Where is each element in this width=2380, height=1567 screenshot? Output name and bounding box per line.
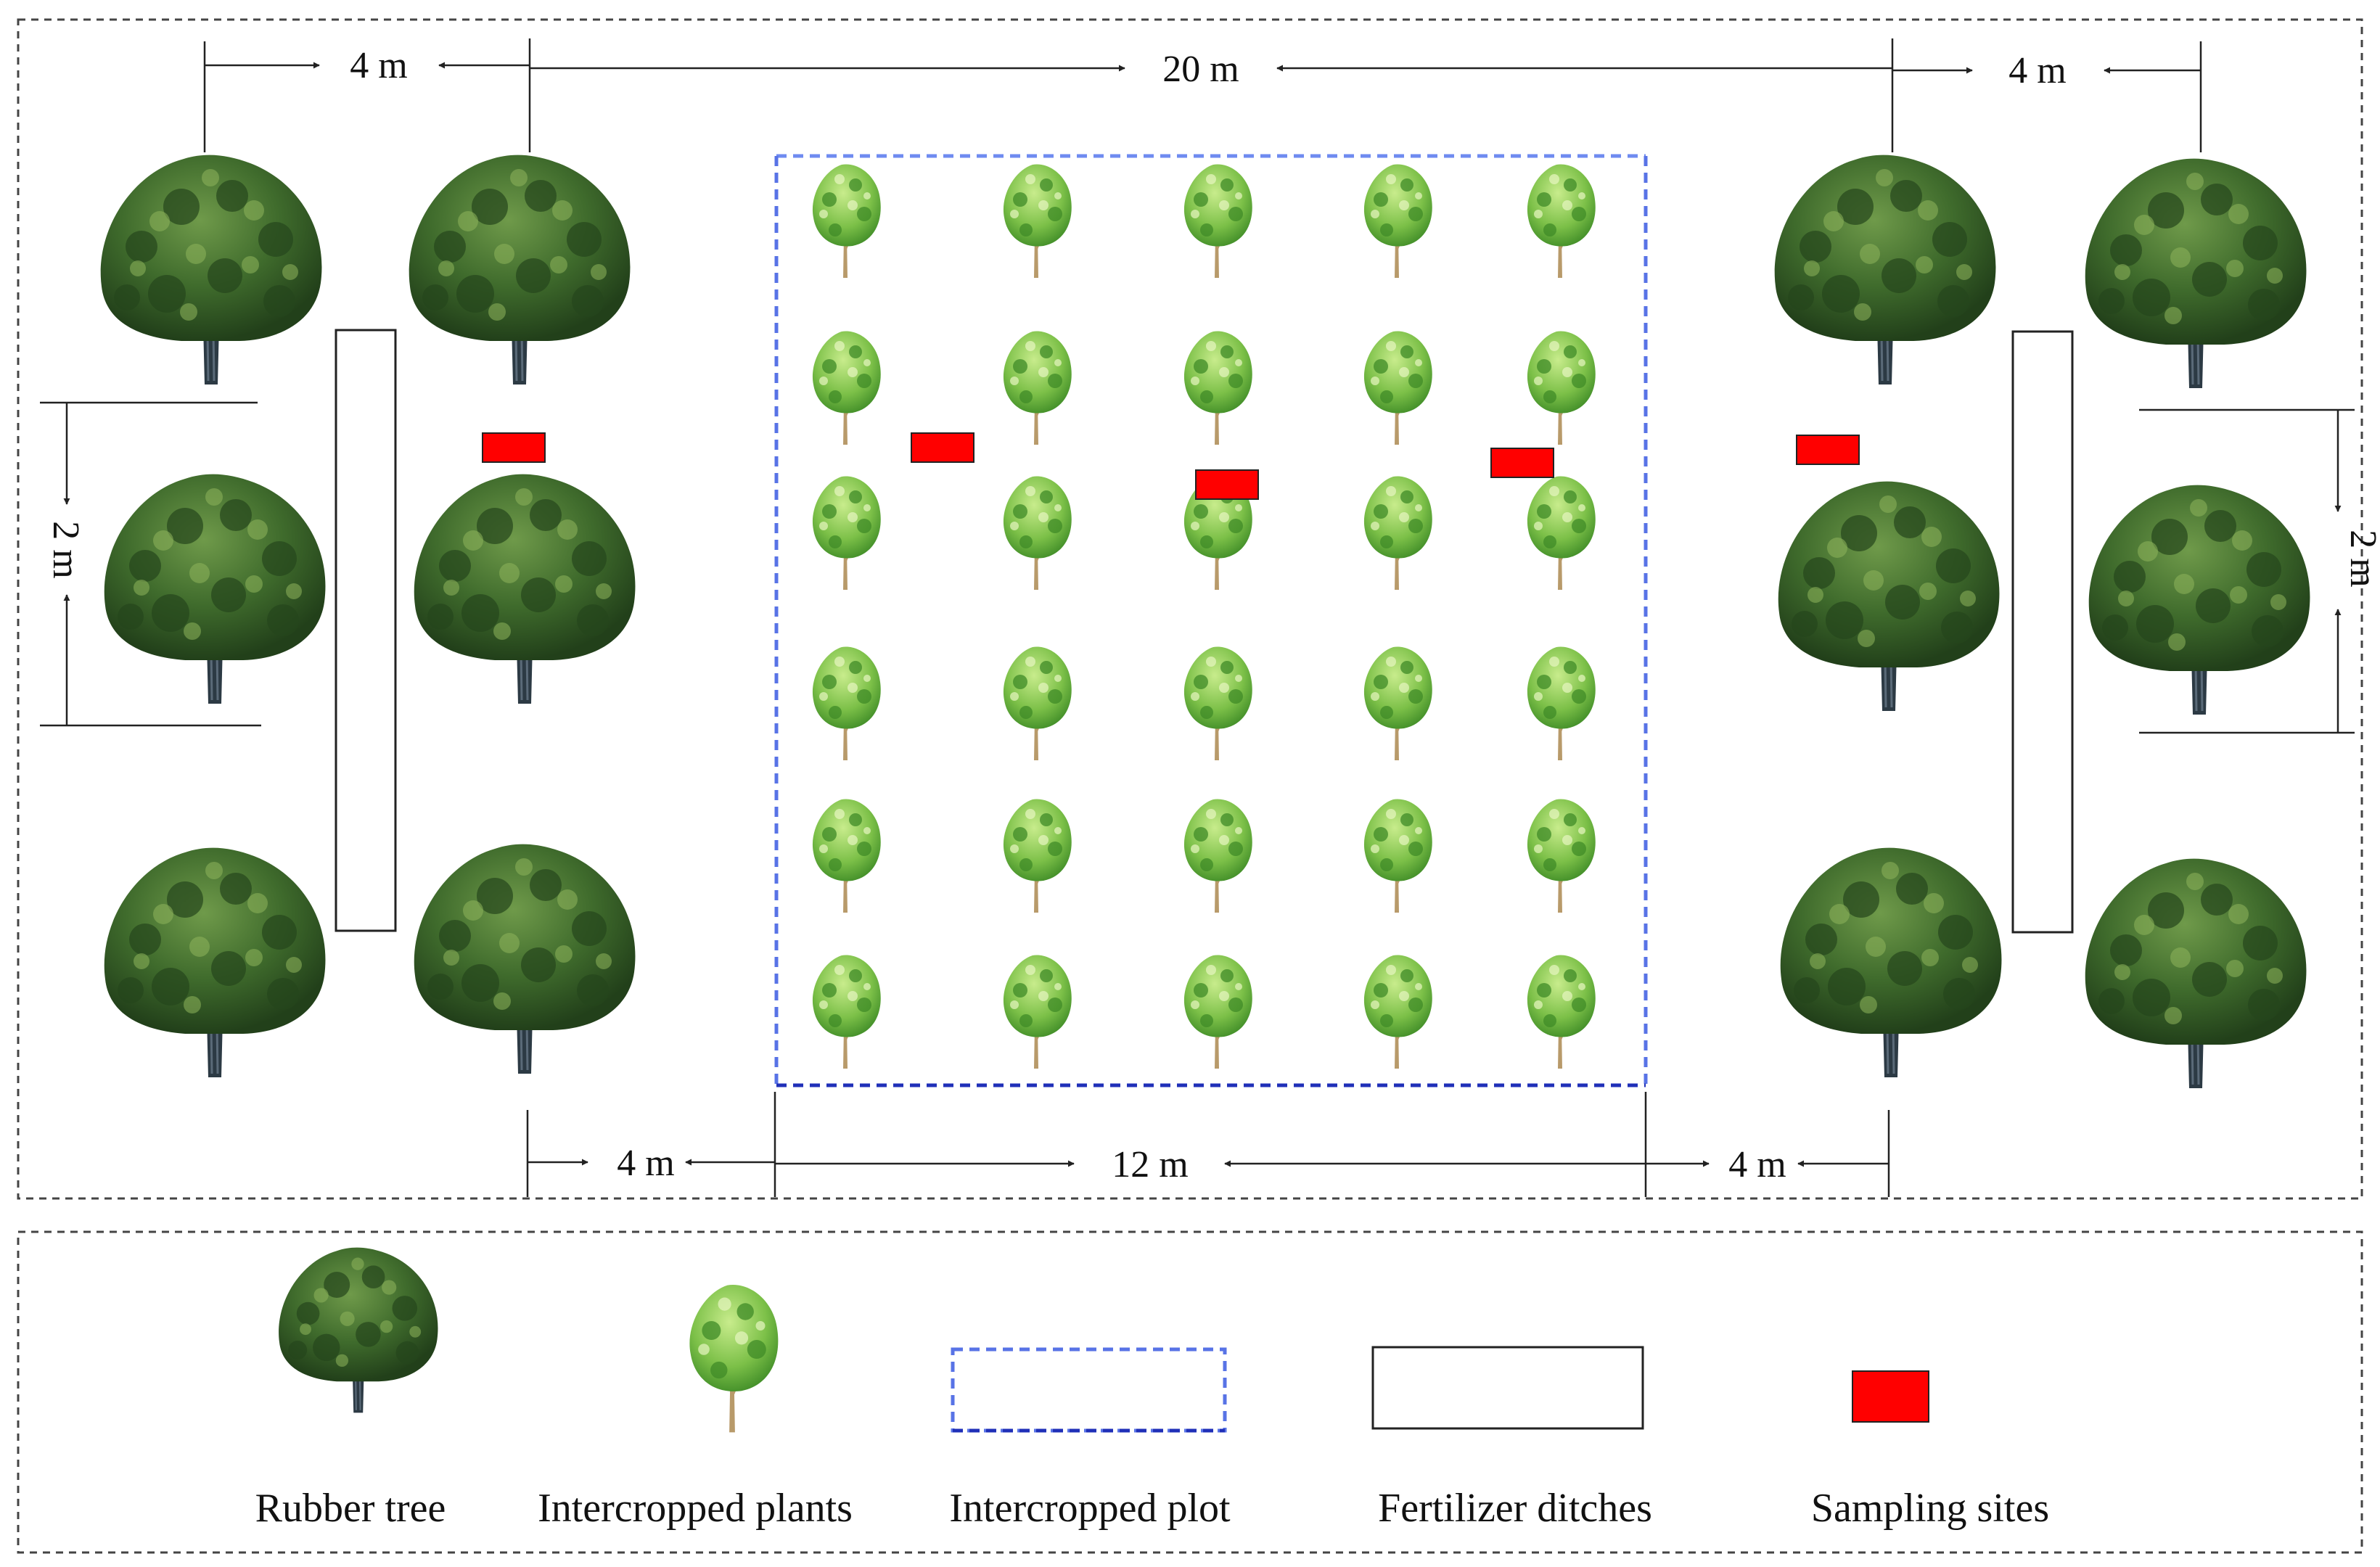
intercropped-plant-icon [811,954,882,1070]
intercropped-plot [774,154,1648,1087]
rubber-tree-icon [2084,157,2307,390]
rubber-tree-icon [1773,154,1997,386]
legend-label-fertilizer-ditches: Fertilizer ditches [1378,1486,1652,1531]
intercropped-plant-icon [1526,646,1596,762]
intercropped-plant-icon [1183,646,1253,762]
intercropped-plant-icon [811,475,882,591]
rubber-tree-icon [2084,857,2307,1090]
sampling-sites [482,432,1860,500]
intercropped-plant-icon [1363,954,1433,1070]
sampling-site [1490,448,1554,478]
intercropped-plant-icon [811,330,882,446]
legend-label-rubber-tree: Rubber tree [255,1486,446,1531]
dimension-top-left: 4 m [350,45,407,86]
rubber-tree-icon [413,473,636,705]
rubber-trees [99,154,2311,1090]
intercropped-plant-icon [1363,646,1433,762]
legend-label-intercropped-plants: Intercropped plants [538,1486,853,1531]
dimension-right-vertical: 2 m [2342,530,2380,587]
rubber-tree-icon [278,1246,439,1414]
fertilizer-ditch-left [335,329,397,932]
dimension-bottom-center: 12 m [1112,1144,1188,1185]
intercropped-plant-icon [1526,475,1596,591]
sampling-site [1195,469,1259,500]
intercropped-plant-icon [1363,798,1433,914]
intercropped-plant-icon [811,163,882,279]
intercropped-plant-icon [811,798,882,914]
intercropped-plant-icon [1002,646,1072,762]
rubber-tree-icon [99,154,323,386]
intercropped-plant-icon [1002,330,1072,446]
dimension-top-center: 20 m [1162,49,1239,90]
intercropped-plant-icon [1002,475,1072,591]
sampling-site-legend-swatch [1852,1370,1929,1423]
fertilizer-ditch-right [2011,330,2074,934]
top-dimensions [203,38,2202,152]
intercropped-plant-icon [1363,330,1433,446]
left-vertical-dimension [40,401,261,727]
rubber-tree-icon [1777,480,2001,712]
intercropped-plant-icon [688,1283,779,1434]
diagram-frame [17,18,2363,1200]
legend: Rubber tree Intercropped plants Intercro… [255,1246,2049,1531]
rubber-tree-icon [103,847,327,1079]
legend-label-sampling-sites: Sampling sites [1811,1486,2049,1531]
intercropped-plant-icon [1526,798,1596,914]
rubber-tree-icon [413,843,636,1075]
legend-label-intercropped-plot: Intercropped plot [949,1486,1231,1531]
dimension-left-vertical: 2 m [45,521,86,578]
intercropped-plant-icon [811,646,882,762]
fertilizer-ditch-legend-swatch [1371,1346,1644,1430]
intercropped-plant-icon [1183,330,1253,446]
bottom-dimensions [526,1092,1890,1197]
sampling-site [1796,435,1860,465]
intercropped-plant-icon [1363,163,1433,279]
intercropped-plant-icon [1002,163,1072,279]
intercropped-plant-icon [1002,798,1072,914]
intercropped-plant-icon [1183,954,1253,1070]
dimension-bottom-right: 4 m [1728,1144,1786,1185]
sampling-site [911,432,974,463]
intercropped-plant-icon [1002,954,1072,1070]
intercropped-plant-icon [1526,163,1596,279]
rubber-tree-icon [408,154,631,386]
intercropped-plant-icon [1183,798,1253,914]
intercropped-plant-icon [1526,330,1596,446]
rubber-tree-icon [2088,484,2311,716]
intercropped-plot-legend-swatch [951,1347,1227,1433]
intercropped-plants [811,163,1596,1070]
right-vertical-dimension [2139,408,2355,734]
intercropped-plant-icon [1183,163,1253,279]
rubber-tree-icon [1779,847,2003,1079]
dimension-bottom-left: 4 m [617,1143,674,1184]
sampling-site [482,432,546,463]
rubber-tree-icon [103,473,327,705]
intercropped-plant-icon [1526,954,1596,1070]
intercropped-plant-icon [1363,475,1433,591]
dimension-top-right: 4 m [2008,50,2066,91]
